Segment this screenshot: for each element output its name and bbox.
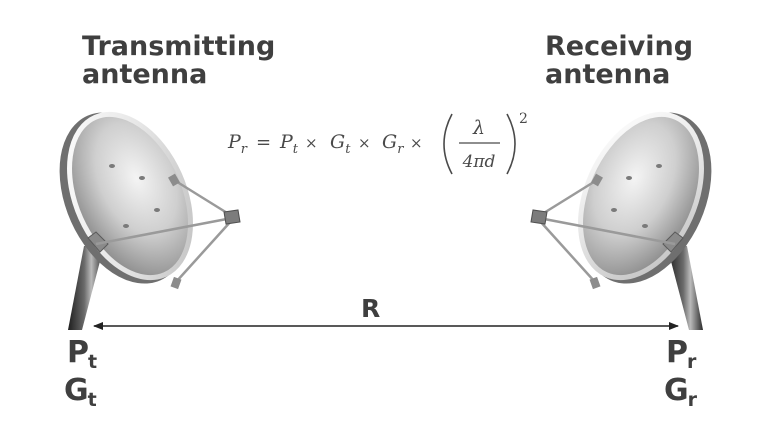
transmitting-antenna <box>59 111 241 330</box>
receiver-bolt <box>656 164 662 168</box>
transmitter-title-line1: Transmitting <box>82 31 276 62</box>
receiving-antenna <box>530 111 712 330</box>
transmitter-clip <box>168 173 180 187</box>
receiver-feed-arms <box>538 178 676 283</box>
transmitter-bolt <box>109 164 115 168</box>
transmitter-feed-horn <box>223 209 241 225</box>
receive-power-symbol: P <box>666 335 688 370</box>
formula-times: × <box>305 134 318 152</box>
receiver-clip <box>589 276 601 290</box>
formula-exponent: 2 <box>519 111 528 127</box>
formula-times: × <box>410 134 423 152</box>
transmitter-title: Transmitting antenna <box>82 33 275 88</box>
receive-gain-label: Gr <box>664 373 698 410</box>
transmit-power-symbol: P <box>67 335 89 370</box>
formula-equals: = <box>256 132 271 153</box>
transmitter-title-line2: antenna <box>82 59 208 90</box>
receiver-clip <box>591 173 603 187</box>
receiver-title-line2: antenna <box>545 59 671 90</box>
receive-power-subscript: r <box>687 351 697 373</box>
formula-term-pt: Pt <box>279 131 299 157</box>
transmitter-bolt <box>139 176 145 180</box>
formula-times: × <box>358 134 371 152</box>
formula-numerator: λ <box>472 117 485 139</box>
receiver-title: Receiving antenna <box>545 33 693 88</box>
receiver-feed-horn <box>530 209 548 225</box>
receiver-bolt <box>626 176 632 180</box>
transmitter-mount <box>87 231 109 253</box>
receive-gain-subscript: r <box>687 389 697 411</box>
formula-denominator: 4πd <box>462 152 496 172</box>
receiver-bolt <box>642 224 648 228</box>
receiver-title-line1: Receiving <box>545 31 694 62</box>
formula-term-gr: Gr <box>382 131 404 157</box>
friis-formula: Pr = Pt × Gt × Gr × λ 4πd 2 <box>227 111 528 175</box>
transmit-power-label: Pt <box>67 335 98 372</box>
transmitter-bolt <box>154 208 160 212</box>
formula-left-paren <box>443 113 453 175</box>
transmit-power-subscript: t <box>88 351 98 373</box>
receive-power-label: Pr <box>666 335 697 372</box>
distance-label: R <box>361 294 381 323</box>
transmit-gain-label: Gt <box>64 373 98 410</box>
transmit-gain-symbol: G <box>64 373 89 408</box>
transmitter-feed-arms <box>95 178 233 283</box>
transmit-gain-subscript: t <box>87 389 97 411</box>
formula-lhs: Pr <box>227 131 248 157</box>
transmitter-bolt <box>123 224 129 228</box>
formula-right-paren <box>506 113 516 175</box>
receiver-pole <box>667 246 703 330</box>
transmitter-clip <box>170 276 182 290</box>
receiver-bolt <box>611 208 617 212</box>
formula-term-gt: Gt <box>330 131 351 157</box>
receive-gain-symbol: G <box>664 373 689 408</box>
transmitter-pole <box>68 246 104 330</box>
receiver-mount <box>662 231 684 253</box>
